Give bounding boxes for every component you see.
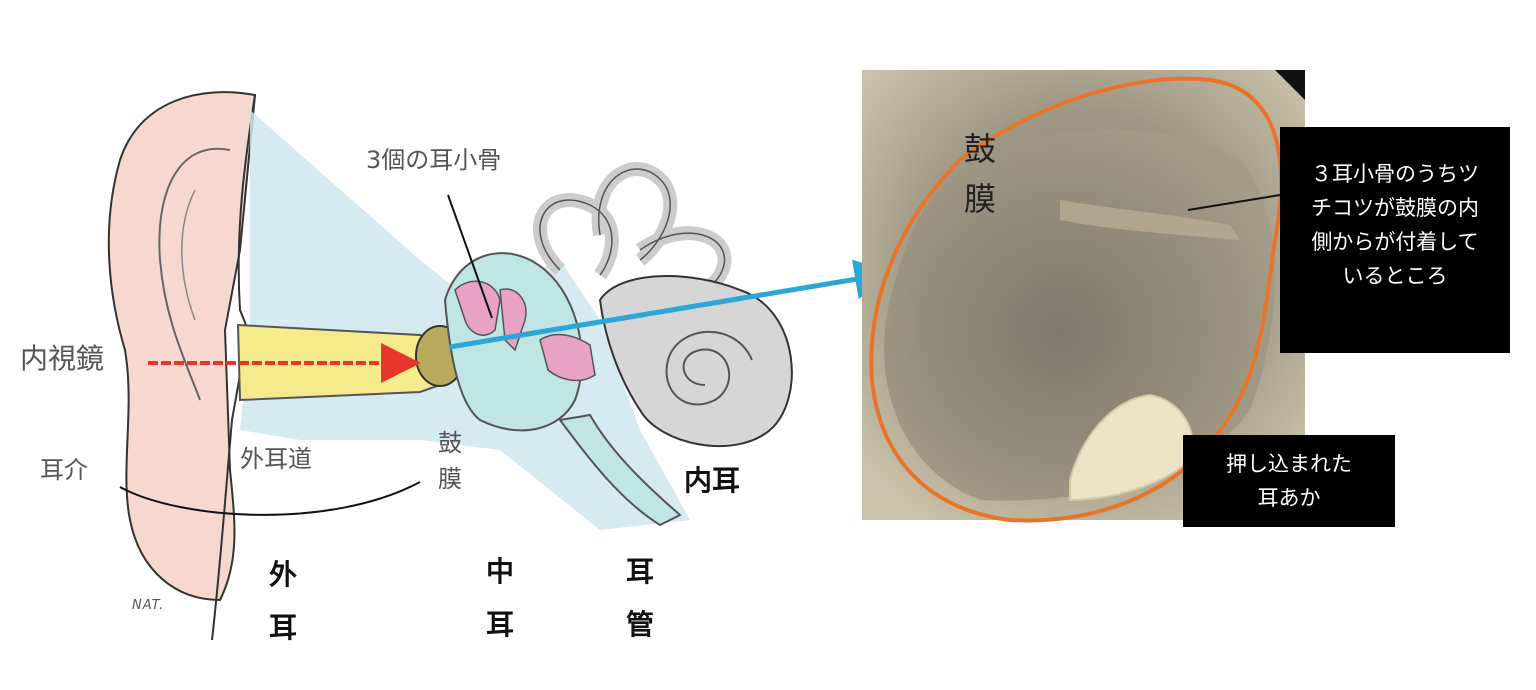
outer-ear-label: 外耳 (269, 558, 298, 645)
ossicles-label: 3個の耳小骨 (366, 146, 502, 174)
connector-arrow (449, 259, 895, 350)
photo-corner (1275, 70, 1305, 100)
auricle-shape (107, 91, 257, 602)
earwax-blob (1069, 393, 1194, 502)
auricle-pointer-curve (119, 481, 421, 516)
middle-ear-label: 中耳 (486, 555, 515, 642)
cochlea (598, 275, 793, 448)
eardrum-label-photo: 鼓膜 (964, 130, 997, 218)
ossicle-callout-box: ３耳小骨のうちツ チコツが鼓膜の内 側からが付着して いるところ (1280, 127, 1510, 353)
auricle-label: 耳介 (40, 456, 88, 484)
ossicle-callout-line (1187, 194, 1281, 211)
ear-drawing (107, 91, 895, 641)
earwax-callout-box: 押し込まれた 耳あか (1183, 435, 1395, 527)
endoscope-label: 内視鏡 (20, 342, 105, 375)
eardrum-label-left: 鼓膜 (438, 429, 462, 493)
artist-signature: NAT. (132, 598, 165, 613)
ossicle-malleus (454, 280, 501, 336)
ossicles-pointer-line (447, 194, 493, 319)
ossicle-stapes (539, 333, 596, 382)
auricle-fold (158, 147, 231, 401)
inner-ear-label: 内耳 (684, 464, 741, 497)
eardrum-outline (869, 76, 1284, 523)
eustachian-tube-label: 耳管 (626, 555, 655, 642)
ear-canal-label: 外耳道 (240, 445, 312, 473)
auricle-inner-fold (181, 189, 196, 321)
eustachian-tube-shape (558, 413, 682, 527)
malleus-streak (1060, 200, 1240, 240)
endoscope-photo (862, 70, 1305, 523)
